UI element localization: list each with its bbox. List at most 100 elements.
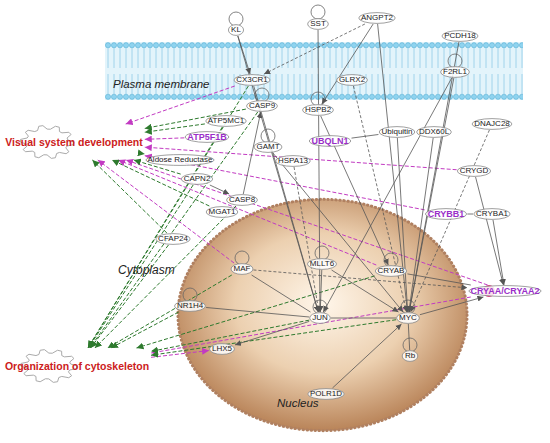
gene-node: MAF (231, 263, 254, 275)
interaction-connector (331, 318, 396, 319)
node-label: F2RL1 (443, 67, 467, 76)
gene-node: CRYBA1 (473, 208, 511, 220)
node-label: GAMT (256, 142, 279, 151)
gene-shape (474, 209, 510, 220)
interaction-connector (243, 112, 260, 194)
focus-gene-node: CRYAA/CRYAA2 (467, 285, 542, 297)
gene-shape (231, 264, 253, 275)
gene-node: SST (307, 18, 329, 30)
interaction-connector (145, 109, 246, 128)
interaction-connector (111, 312, 179, 348)
node-label: CFAP24 (158, 234, 188, 243)
node-label: HSPA13 (278, 156, 308, 165)
gene-node: F2RL1 (440, 66, 470, 78)
gene-node: MLLT6 (307, 258, 337, 270)
gene-shape (210, 344, 235, 355)
gene-shape (156, 234, 190, 245)
gene-shape (337, 75, 368, 86)
self-loop (229, 12, 243, 26)
gene-shape (310, 313, 331, 324)
gene-shape (457, 166, 490, 177)
membrane-bilayer (105, 42, 523, 100)
gene-node: JUN (309, 312, 331, 324)
gene-shape (308, 19, 329, 30)
gene-shape (402, 351, 418, 362)
gene-node: GAMT (253, 141, 282, 153)
node-label: MLLT6 (310, 259, 334, 268)
gene-node: MGAT1 (206, 206, 239, 218)
gene-shape (185, 132, 229, 143)
gene-shape (379, 127, 415, 138)
node-label: CRYBB1 (428, 209, 465, 219)
interaction-connector (92, 160, 167, 233)
gene-node: CRYAB (375, 265, 408, 277)
gene-shape (426, 209, 467, 220)
node-label: POLR1D (310, 389, 342, 398)
node-label: MGAT1 (209, 207, 236, 216)
node-label: MAF (234, 264, 251, 273)
node-label: JUN (312, 313, 328, 322)
node-label: CRYAA/CRYAA2 (470, 286, 539, 296)
node-label: ANGPT2 (361, 13, 393, 22)
interaction-connector (467, 214, 473, 215)
node-label: CASP8 (229, 195, 255, 204)
gene-node: PCDH18 (441, 30, 479, 42)
node-label: CAPN2 (184, 174, 211, 183)
node-label: PCDH18 (444, 31, 476, 40)
gene-node: CASP9 (246, 100, 278, 112)
gene-shape (307, 259, 336, 270)
node-label: Visual system development (5, 136, 143, 148)
gene-shape (181, 174, 212, 185)
gene-shape (397, 313, 420, 324)
node-label: ATP5MC1 (208, 116, 244, 125)
gene-shape (469, 286, 541, 297)
gene-shape (472, 119, 512, 130)
interaction-connector (476, 177, 504, 285)
gene-node: POLR1D (307, 388, 345, 400)
gene-shape (442, 31, 478, 42)
gene-shape (303, 105, 334, 116)
gene-node: HSPA13 (275, 155, 311, 167)
node-label: Organization of cytoskeleton (5, 360, 149, 372)
interaction-connector (145, 138, 185, 139)
gene-shape (206, 207, 238, 218)
gene-shape (254, 142, 282, 153)
function-node: Organization of cytoskeleton (3, 348, 151, 384)
gene-shape (206, 116, 247, 127)
gene-shape (228, 25, 243, 36)
interaction-connector (352, 134, 379, 138)
node-label: Aldose Reductase (148, 155, 213, 164)
gene-node: Aldose Reductase (145, 154, 216, 166)
gene-node: MYC (396, 312, 420, 324)
gene-node: CX3CR1 (233, 74, 271, 86)
gene-node: DDX60L (416, 126, 452, 138)
gene-shape (234, 75, 270, 86)
function-node: Visual system development (3, 124, 145, 160)
gene-node: DNAJC28 (471, 118, 513, 130)
gene-node: CAPN2 (181, 173, 214, 185)
region-label: Cytoplasm (118, 263, 175, 277)
gene-shape (359, 13, 395, 24)
node-label: CX3CR1 (236, 75, 268, 84)
interaction-connector (144, 154, 145, 155)
node-label: NR1H4 (177, 301, 203, 310)
gene-shape (175, 301, 206, 312)
nucleus-ellipse (178, 199, 467, 430)
node-label: ATP5F1B (187, 132, 226, 142)
gene-shape (309, 136, 350, 147)
node-label: GLRX2 (339, 75, 365, 84)
gene-shape (441, 67, 470, 78)
node-label: Plasma membrane (113, 78, 210, 90)
gene-shape (276, 156, 311, 167)
node-label: UBQLN1 (311, 136, 348, 146)
node-label: KL (231, 25, 241, 34)
node-label: DNAJC28 (474, 119, 510, 128)
node-label: SST (310, 19, 326, 28)
interaction-connector (145, 156, 425, 210)
gene-node: NR1H4 (174, 300, 206, 312)
node-label: Ubiquitin (381, 127, 412, 136)
gene-node: CFAP24 (155, 233, 191, 245)
node-label: CRYAB (378, 266, 405, 275)
